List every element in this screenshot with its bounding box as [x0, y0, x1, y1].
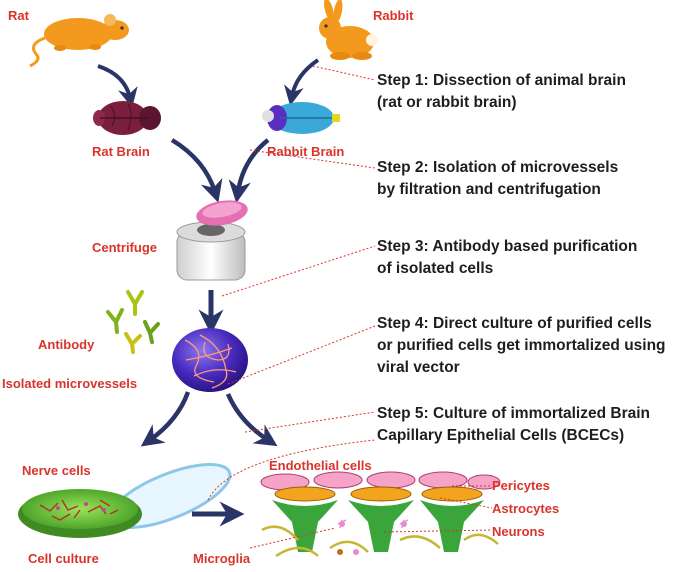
arrow-rabbit-to-brain — [284, 58, 320, 106]
label-rabbit-brain: Rabbit Brain — [267, 144, 345, 159]
label-centrifuge: Centrifuge — [92, 240, 157, 255]
label-nerve-cells: Nerve cells — [22, 463, 91, 478]
rabbit-icon — [319, 0, 378, 60]
label-microglia: Microglia — [193, 551, 251, 566]
step-3-line-1: Step 3: Antibody based purification — [377, 238, 638, 255]
step-5-line-2: Capillary Epithelial Cells (BCECs) — [377, 427, 625, 444]
step-3: Step 3: Antibody based purification of i… — [377, 236, 637, 280]
label-antibody: Antibody — [38, 337, 95, 352]
label-rat: Rat — [8, 8, 29, 23]
step-2: Step 2: Isolation of microvessels by fil… — [377, 157, 618, 201]
label-isolated-microvessels: Isolated microvessels — [2, 376, 138, 391]
step-1-line-2: (rat or rabbit brain) — [377, 94, 517, 111]
petri-dish-icon — [18, 463, 232, 538]
label-cell-culture: Cell culture — [28, 551, 99, 566]
label-endothelial-cells: Endothelial cells — [269, 458, 372, 473]
step-4: Step 4: Direct culture of purified cells… — [377, 313, 666, 379]
bbb-model-icon — [260, 471, 501, 558]
label-pericytes: Pericytes — [492, 478, 550, 493]
pointer-lines — [207, 65, 493, 549]
step-4-line-2: or purified cells get immortalized using — [377, 337, 666, 354]
antibody-icon — [106, 290, 160, 354]
rat-icon — [29, 14, 129, 68]
label-astrocytes: Astrocytes — [492, 501, 560, 516]
centrifuge-icon — [176, 200, 248, 281]
step-3-line-2: of isolated cells — [377, 260, 494, 277]
step-1-line-1: Step 1: Dissection of animal brain — [377, 72, 626, 89]
label-neurons: Neurons — [492, 524, 545, 539]
step-5: Step 5: Culture of immortalized Brain Ca… — [377, 403, 650, 447]
step-2-line-1: Step 2: Isolation of microvessels — [377, 159, 619, 176]
arrow-ratbrain-to-centrifuge — [170, 138, 223, 203]
label-rabbit: Rabbit — [373, 8, 414, 23]
label-rat-brain: Rat Brain — [92, 144, 150, 159]
step-4-line-3: viral vector — [377, 359, 460, 376]
step-5-line-1: Step 5: Culture of immortalized Brain — [377, 405, 651, 422]
rabbit-brain-icon — [262, 102, 340, 134]
step-2-line-2: by filtration and centrifugation — [377, 181, 601, 198]
step-4-line-1: Step 4: Direct culture of purified cells — [377, 315, 652, 332]
arrow-rabbitbrain-to-centrifuge — [228, 138, 270, 204]
arrow-vessels-to-bbb — [225, 393, 278, 447]
microvessels-icon — [172, 328, 248, 392]
arrow-vessels-to-culture — [140, 391, 191, 447]
step-1: Step 1: Dissection of animal brain (rat … — [377, 70, 626, 114]
rat-brain-icon — [93, 101, 161, 135]
arrow-rat-to-brain — [97, 64, 138, 108]
